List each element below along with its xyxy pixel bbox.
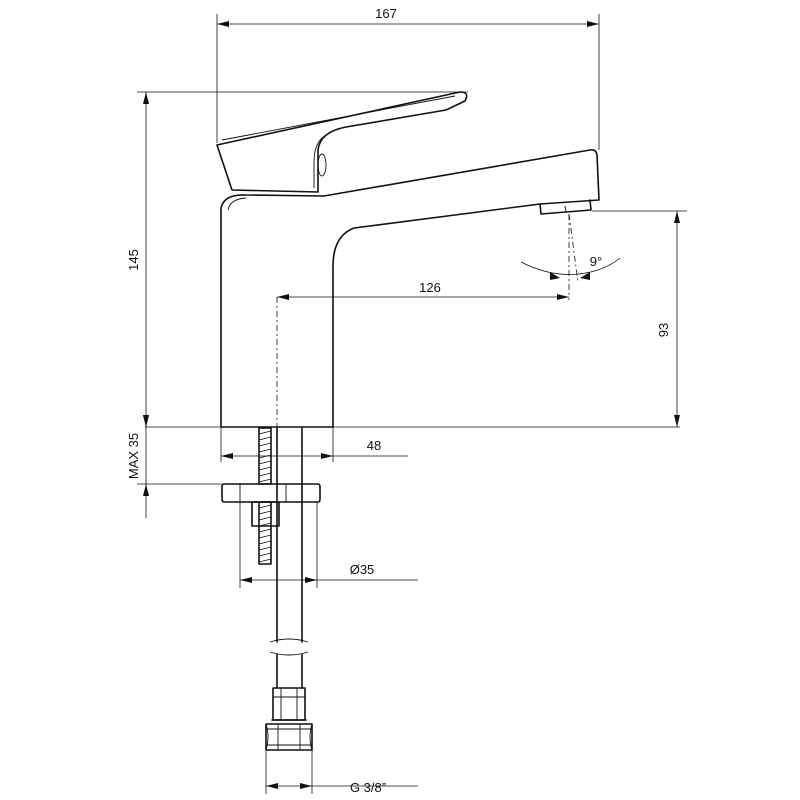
dimension-connection-thread-label: G 3/8”: [350, 780, 386, 795]
dimension-overall-width-label: 167: [375, 6, 397, 21]
dimension-deck-thickness: MAX 35: [126, 415, 222, 518]
dimension-overall-height-label: 145: [126, 249, 141, 271]
hose-fitting: [265, 687, 313, 751]
dimension-body-width: 48: [220, 427, 408, 462]
threaded-stud: [258, 427, 272, 565]
dimension-spray-angle: 9°: [520, 213, 621, 283]
dimension-hole-diameter-label: Ø35: [350, 562, 375, 577]
dimension-overall-height: 145: [126, 91, 468, 427]
dimension-spout-height-label: 93: [656, 323, 671, 337]
lever-handle: [216, 91, 468, 193]
dimension-spout-reach: 126: [276, 214, 570, 427]
spout-aerator: [539, 199, 592, 215]
dimension-connection-thread: G 3/8”: [265, 750, 418, 795]
mounting-plate: [221, 483, 321, 503]
dimension-spray-angle-label: 9°: [590, 254, 602, 269]
dimension-spout-height: 93: [592, 210, 687, 427]
faucet-body: [220, 149, 600, 428]
mounting-nut: [251, 501, 280, 527]
dimension-overall-width: 167: [216, 6, 600, 150]
dimension-body-width-label: 48: [367, 438, 381, 453]
dimension-hole-diameter: Ø35: [239, 502, 418, 588]
dimension-spout-reach-label: 126: [419, 280, 441, 295]
dimension-deck-thickness-label: MAX 35: [126, 433, 141, 479]
supply-hose: [269, 426, 309, 689]
